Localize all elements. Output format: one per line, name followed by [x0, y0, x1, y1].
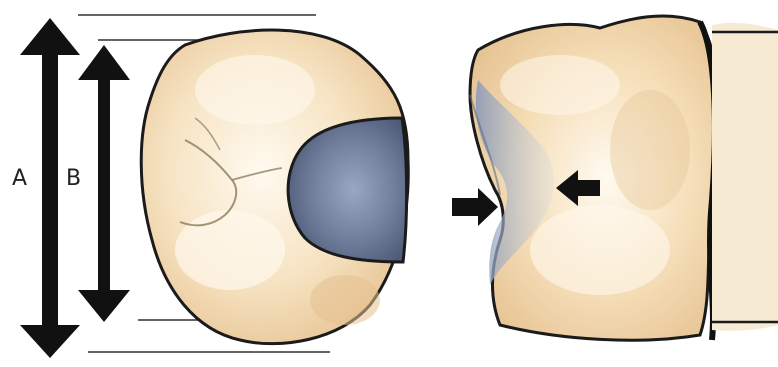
- pointer-arrow-right: [452, 188, 498, 226]
- label-a: A: [12, 166, 27, 191]
- adjacent-tooth-edge: [712, 23, 778, 331]
- right-tooth-proximal-view: [470, 16, 778, 340]
- dimension-arrow-b: [78, 45, 130, 322]
- left-tooth-occlusal-view: [141, 30, 408, 344]
- label-b: B: [66, 166, 81, 191]
